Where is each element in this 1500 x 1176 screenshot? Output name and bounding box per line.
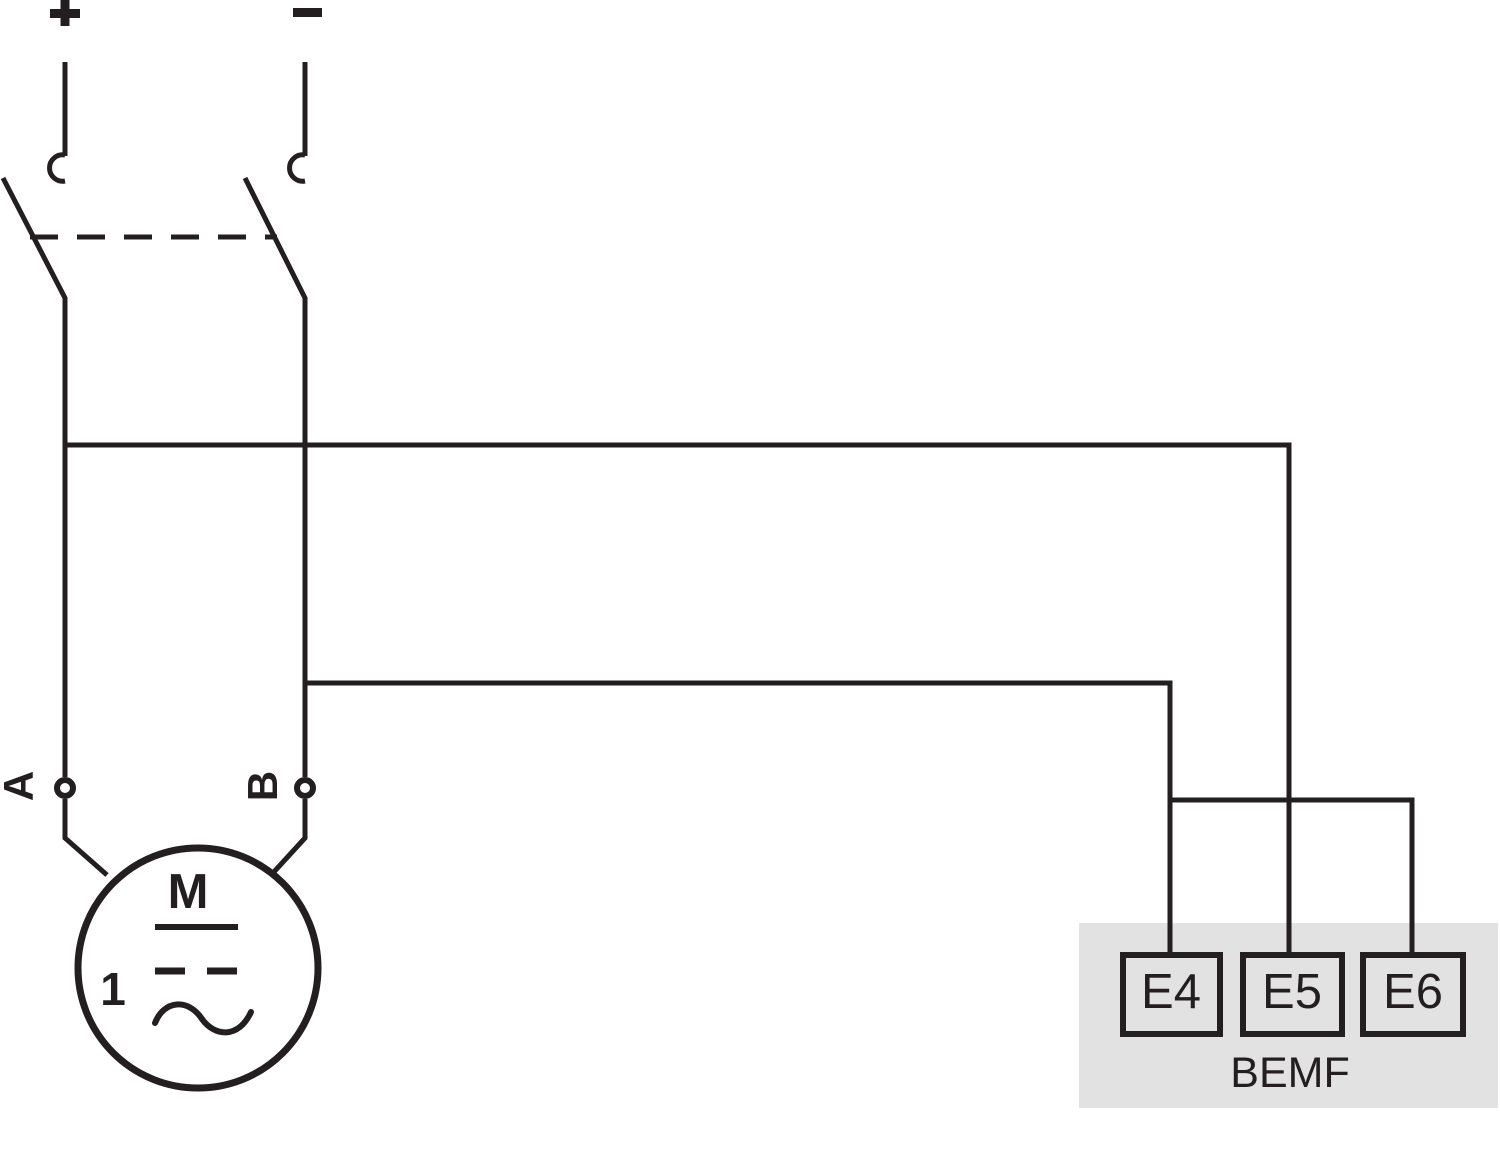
e4-terminal-label: E4 bbox=[1141, 965, 1201, 1019]
bemf-module-label: BEMF bbox=[1230, 1049, 1349, 1097]
wire-b-to-e4 bbox=[305, 680, 1173, 955]
motor-ac-sine-wave-icon bbox=[152, 1001, 254, 1036]
motor-circle bbox=[74, 844, 322, 1092]
motor-designation-label: M bbox=[168, 865, 209, 919]
plus-icon bbox=[50, 0, 80, 26]
minus-icon bbox=[293, 8, 322, 17]
wire-terminal-b-to-motor bbox=[270, 799, 308, 876]
wire-terminal-a-to-motor bbox=[62, 799, 109, 877]
terminal-a-label: A bbox=[0, 771, 42, 801]
e5-terminal-label: E5 bbox=[1262, 965, 1322, 1019]
terminal-a-circle bbox=[54, 777, 76, 799]
e6-terminal-label: E6 bbox=[1383, 965, 1443, 1019]
motor-phase-label: 1 bbox=[100, 963, 126, 1015]
e6-terminal-box bbox=[1360, 952, 1466, 1037]
e5-terminal-box bbox=[1240, 952, 1345, 1037]
terminal-b-label: B bbox=[239, 771, 286, 801]
wire-e4-to-e6-link bbox=[1170, 797, 1415, 955]
switch-b-contact-hook bbox=[287, 152, 306, 184]
terminal-b-circle bbox=[294, 777, 316, 799]
switch-a-contact-hook bbox=[47, 152, 66, 184]
e4-terminal-box bbox=[1120, 952, 1223, 1037]
wire-a-to-e5 bbox=[65, 442, 1292, 955]
